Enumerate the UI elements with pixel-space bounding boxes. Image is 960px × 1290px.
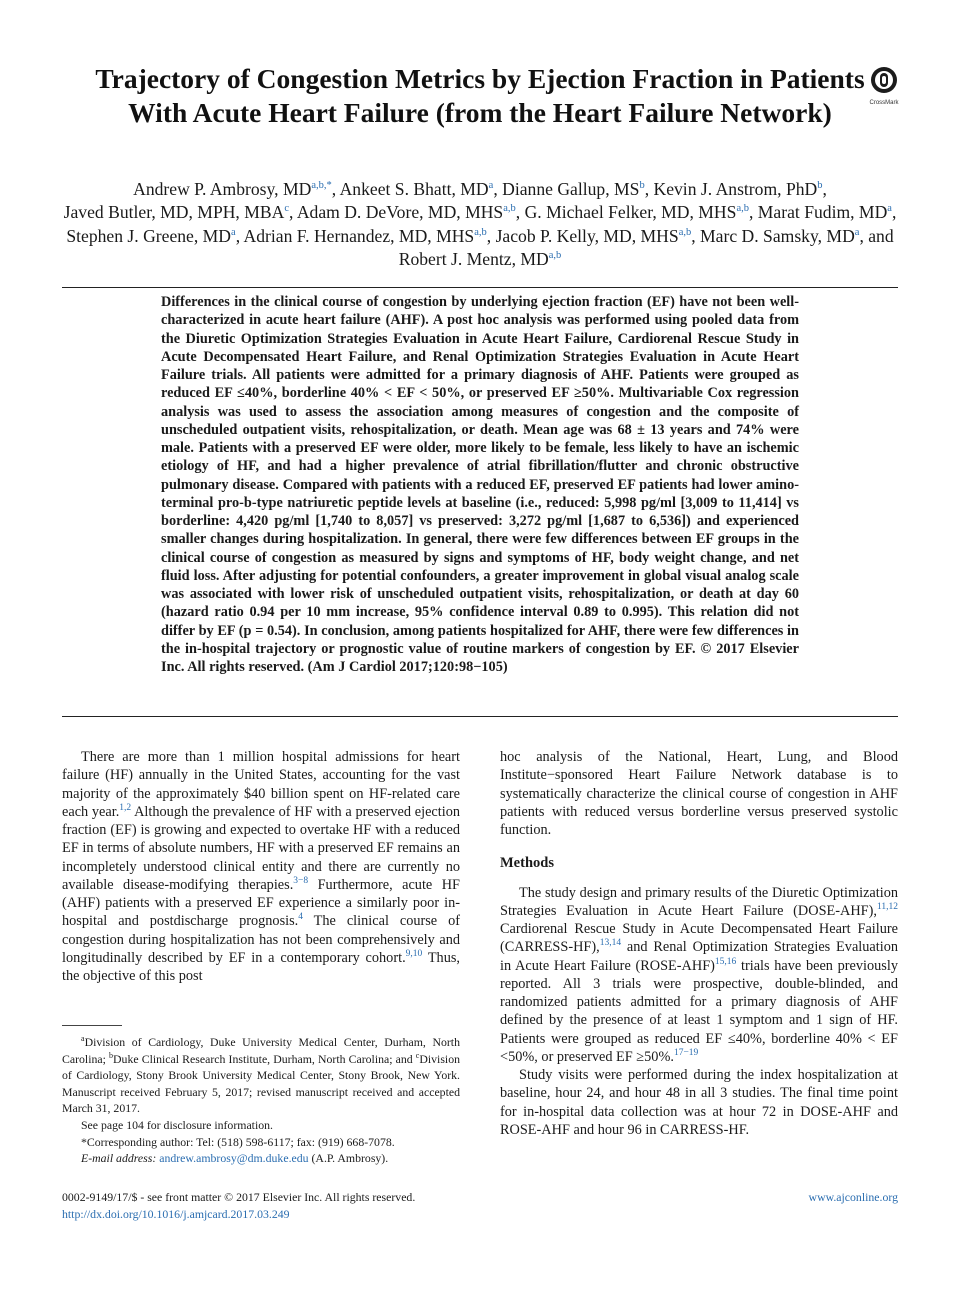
disclosure-note: See page 104 for disclosure information. bbox=[81, 1117, 273, 1132]
abstract: Differences in the clinical course of co… bbox=[161, 294, 799, 675]
citation-link[interactable]: 9,10 bbox=[405, 948, 423, 959]
journal-website-link[interactable]: www.ajconline.org bbox=[808, 1190, 898, 1204]
citation-link[interactable]: 15,16 bbox=[714, 956, 737, 967]
author-name: Javed Butler, MD, MPH, MBAc bbox=[63, 202, 289, 223]
crossmark-label: CrossMark bbox=[869, 100, 899, 106]
email-note: E-mail address: andrew.ambrosy@dm.duke.e… bbox=[81, 1151, 389, 1166]
author-affiliation-marker[interactable]: a,b,* bbox=[311, 180, 332, 191]
author-affiliation-marker[interactable]: a,b bbox=[678, 226, 692, 238]
footnotes: aDivision of Cardiology, Duke University… bbox=[62, 1034, 460, 1167]
footer-left: 0002-9149/17/$ - see front matter © 2017… bbox=[62, 1189, 415, 1223]
email-link[interactable]: andrew.ambrosy@dm.duke.edu bbox=[159, 1151, 309, 1166]
author-affiliation-marker[interactable]: a bbox=[488, 180, 494, 191]
author-affiliation-marker[interactable]: c bbox=[284, 203, 289, 215]
author-name: Ankeet S. Bhatt, MDa bbox=[339, 179, 494, 199]
author-affiliation-marker[interactable]: a,b bbox=[503, 203, 516, 215]
citation-link[interactable]: 3−8 bbox=[293, 875, 309, 886]
author-affiliation-marker[interactable]: b bbox=[817, 180, 823, 191]
author-affiliation-marker[interactable]: a,b bbox=[474, 226, 487, 238]
author-affiliation-marker[interactable]: a bbox=[854, 226, 860, 238]
citation-link[interactable]: 13,14 bbox=[599, 938, 622, 949]
author-affiliation-marker[interactable]: a bbox=[231, 226, 236, 238]
doi-link[interactable]: http://dx.doi.org/10.1016/j.amjcard.2017… bbox=[62, 1207, 290, 1221]
methods-heading: Methods bbox=[500, 855, 554, 872]
crossmark-badge[interactable]: CrossMark bbox=[864, 66, 904, 106]
issn-line: 0002-9149/17/$ - see front matter © 2017… bbox=[62, 1190, 416, 1204]
article-title: Trajectory of Congestion Metrics by Ejec… bbox=[95, 63, 865, 128]
author-name: Jacob P. Kelly, MD, MHSa,b bbox=[495, 225, 692, 246]
author-name: Dianne Gallup, MSb bbox=[502, 179, 645, 199]
author-name: Robert J. Mentz, MDa,b bbox=[398, 248, 562, 269]
author-name: G. Michael Felker, MD, MHSa,b bbox=[524, 202, 749, 223]
citation-link[interactable]: 4 bbox=[298, 912, 303, 923]
intro-continuation: hoc analysis of the National, Heart, Lun… bbox=[500, 749, 898, 838]
author-affiliation-marker[interactable]: a,b bbox=[548, 249, 562, 261]
author-name: Stephen J. Greene, MDa bbox=[66, 225, 236, 246]
author-affiliation-marker[interactable]: b bbox=[639, 180, 645, 191]
right-column: hoc analysis of the National, Heart, Lun… bbox=[500, 748, 898, 1139]
left-column: There are more than 1 million hospital a… bbox=[62, 748, 460, 985]
footer-right: www.ajconline.org bbox=[809, 1189, 898, 1206]
author-name: Adrian F. Hernandez, MD, MHSa,b bbox=[243, 225, 487, 246]
corresponding-author-note: *Corresponding author: Tel: (518) 598-61… bbox=[81, 1134, 395, 1149]
crossmark-icon bbox=[871, 67, 897, 93]
methods-paragraph-2: Study visits were performed during the i… bbox=[500, 1067, 898, 1138]
author-name: Adam D. DeVore, MD, MHSa,b bbox=[296, 202, 516, 223]
abstract-top-rule bbox=[62, 287, 898, 288]
author-list: Andrew P. Ambrosy, MDa,b,*, Ankeet S. Bh… bbox=[63, 179, 897, 269]
citation-link[interactable]: 1,2 bbox=[119, 802, 132, 813]
author-name: Andrew P. Ambrosy, MDa,b,* bbox=[133, 179, 332, 199]
author-affiliation-marker[interactable]: a bbox=[887, 203, 892, 215]
footnote-divider bbox=[62, 1025, 122, 1026]
methods-paragraph-1: The study design and primary results of … bbox=[500, 884, 898, 1065]
intro-paragraph: There are more than 1 million hospital a… bbox=[62, 749, 460, 984]
author-name: Marat Fudim, MDa bbox=[757, 202, 892, 223]
author-name: Kevin J. Anstrom, PhDb bbox=[653, 179, 823, 199]
affiliations-note: aDivision of Cardiology, Duke University… bbox=[62, 1034, 460, 1116]
citation-link[interactable]: 11,12 bbox=[876, 901, 898, 912]
abstract-bottom-rule bbox=[62, 716, 898, 717]
citation-link[interactable]: 17−19 bbox=[673, 1047, 699, 1058]
author-affiliation-marker[interactable]: a,b bbox=[736, 203, 749, 215]
author-name: Marc D. Samsky, MDa bbox=[700, 225, 860, 246]
